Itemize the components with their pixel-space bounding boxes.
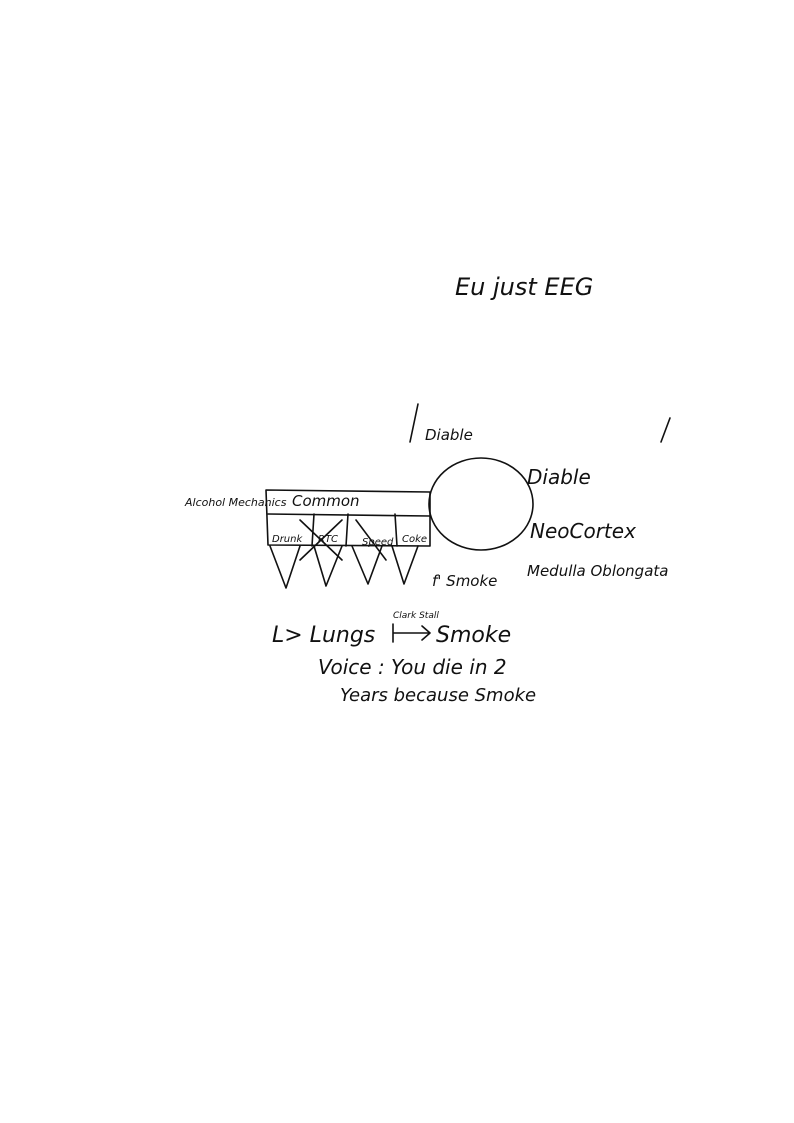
heading-text: Eu just EEG: [455, 273, 593, 301]
brain-oval: [429, 458, 533, 550]
medulla-label: Medulla Oblongata: [527, 562, 668, 580]
neocortex-label: NeoCortex: [530, 519, 636, 543]
divider-2: [346, 514, 348, 546]
f-smoke-label: f' Smoke: [432, 572, 497, 590]
spikes: [270, 546, 418, 588]
cell-coke: Coke: [402, 534, 427, 545]
left-note-text: Alcohol Mechanics: [184, 496, 287, 509]
oval-diable-label: Diable: [527, 465, 591, 489]
stacked-note: Clark Stall: [393, 611, 439, 621]
slash-left: [410, 404, 418, 442]
left-note-label: Alcohol Mechanics: [184, 496, 287, 509]
lungs-suffix: Smoke: [436, 623, 511, 648]
arrow-box: [393, 624, 430, 642]
divider-1: [312, 514, 314, 546]
divider-3: [395, 514, 397, 546]
voice-line: Voice : You die in 2: [318, 655, 507, 679]
top-diable-label: Diable: [425, 426, 473, 444]
common-box-divider: [268, 514, 430, 516]
lungs-prefix: L> Lungs: [272, 623, 375, 648]
slash-right: [661, 418, 670, 442]
cell-drunk: Drunk: [272, 534, 303, 545]
years-line: Years because Smoke: [340, 685, 536, 706]
common-title: Common: [292, 492, 360, 510]
cell-speed: Speed: [362, 537, 394, 548]
